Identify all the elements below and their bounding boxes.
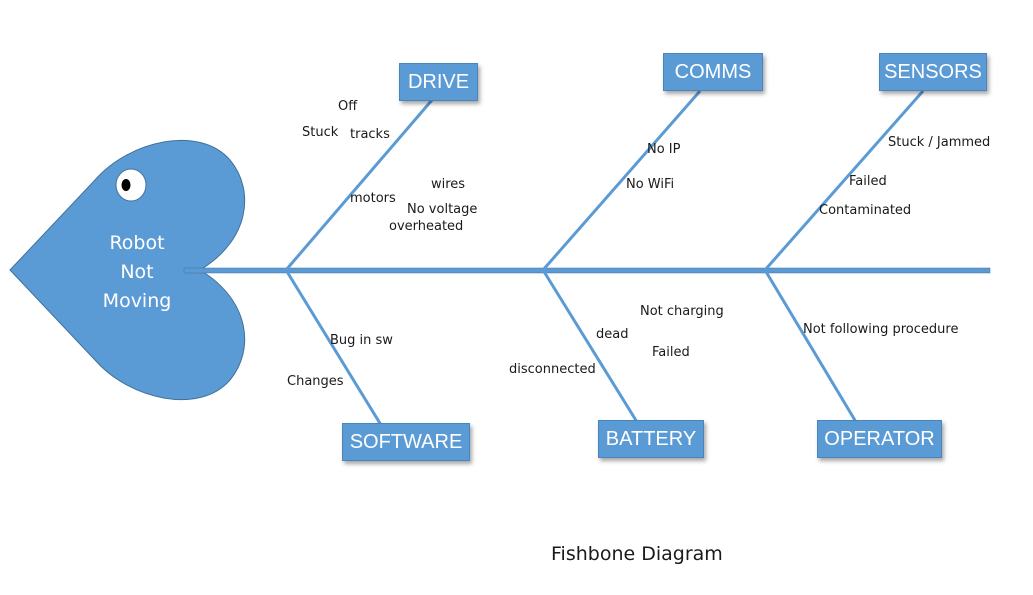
bone-battery xyxy=(541,269,639,423)
fish-pupil-icon xyxy=(121,179,131,191)
cause-comms-no-ip: No IP xyxy=(647,142,681,157)
bone-sensors xyxy=(763,90,925,271)
cause-drive-stuck: Stuck xyxy=(302,125,339,140)
cause-sensors-stuck-jammed: Stuck / Jammed xyxy=(888,135,991,150)
cause-drive-wires: wires xyxy=(431,177,466,192)
cause-drive-off: Off xyxy=(338,99,358,114)
cause-operator-procedure: Not following procedure xyxy=(803,322,959,337)
cause-sensors-failed: Failed xyxy=(849,174,887,189)
head-line-1: Robot xyxy=(109,232,165,254)
bone-software xyxy=(284,269,383,426)
cause-drive-tracks: tracks xyxy=(350,127,390,142)
category-comms: COMMS xyxy=(663,53,763,91)
category-drive: DRIVE xyxy=(399,63,478,101)
category-software: SOFTWARE xyxy=(342,423,470,461)
head-label: Robot Not Moving xyxy=(77,229,197,316)
cause-drive-motors: motors xyxy=(350,191,396,206)
cause-battery-not-charging: Not charging xyxy=(640,304,724,319)
bone-operator xyxy=(763,269,858,423)
cause-software-changes: Changes xyxy=(287,374,344,389)
category-battery: BATTERY xyxy=(598,420,704,458)
spine-line xyxy=(183,267,991,274)
cause-sensors-contaminated: Contaminated xyxy=(819,203,912,218)
category-operator: OPERATOR xyxy=(817,420,942,458)
cause-battery-failed: Failed xyxy=(652,345,690,360)
head-line-3: Moving xyxy=(102,290,172,312)
cause-drive-no-voltage: No voltage xyxy=(407,202,478,217)
category-sensors: SENSORS xyxy=(879,53,987,91)
cause-battery-disconnected: disconnected xyxy=(509,362,596,377)
cause-battery-dead: dead xyxy=(596,327,629,342)
head-line-2: Not xyxy=(120,261,154,283)
diagram-caption: Fishbone Diagram xyxy=(551,543,723,565)
cause-software-bug: Bug in sw xyxy=(330,333,393,348)
fish-eye-icon xyxy=(115,168,147,202)
bone-drive xyxy=(284,99,434,271)
cause-comms-no-wifi: No WiFi xyxy=(626,177,675,192)
bone-comms xyxy=(541,90,702,271)
cause-drive-overheated: overheated xyxy=(389,219,464,234)
